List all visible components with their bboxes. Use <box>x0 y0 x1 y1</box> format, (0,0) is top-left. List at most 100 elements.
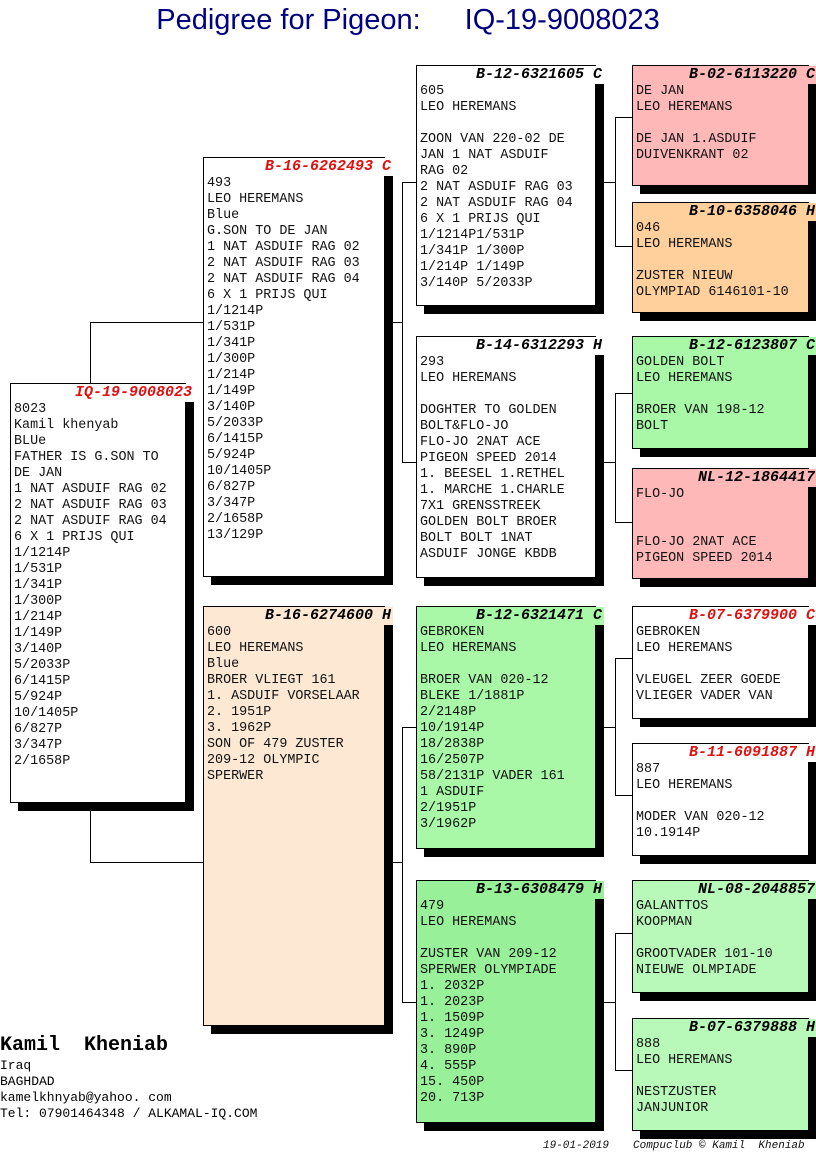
detail-line: 1/531P <box>207 320 256 335</box>
connector-line <box>615 393 616 523</box>
detail-line: FLO-JO 2NAT ACE <box>636 535 757 550</box>
connector-line <box>402 462 416 463</box>
detail-line: GOLDEN BOLT BROER <box>420 515 557 530</box>
detail-line: JANJUNIOR <box>636 1101 709 1116</box>
ring-number: B-10-6358046 H <box>682 203 816 221</box>
detail-line: 479 <box>420 899 445 914</box>
detail-line: RAG 02 <box>420 164 469 179</box>
detail-line: 10/1914P <box>420 721 485 736</box>
detail-line: 600 <box>207 625 232 640</box>
connector-line <box>384 862 402 863</box>
ring-number: B-16-6262493 C <box>258 158 393 176</box>
detail-line: JAN 1 NAT ASDUIF <box>420 148 549 163</box>
detail-line: 1. BEESEL 1.RETHEL <box>420 467 565 482</box>
detail-line: 13/129P <box>207 528 264 543</box>
detail-line: 5/924P <box>207 448 256 463</box>
detail-line: 5/2033P <box>207 416 264 431</box>
connector-line <box>402 182 416 183</box>
owner-name: Kamil Kheniab <box>0 1034 169 1057</box>
detail-line: MODER VAN 020-12 <box>636 810 765 825</box>
connector-line <box>615 933 632 934</box>
detail-line <box>636 931 808 947</box>
ring-number: B-16-6274600 H <box>258 607 393 625</box>
connector-line <box>402 1002 416 1003</box>
detail-line: 2/2148P <box>420 705 477 720</box>
detail-line: 1/300P <box>207 352 256 367</box>
detail-line: DOGHTER TO GOLDEN <box>420 403 557 418</box>
connector-line <box>615 933 616 1071</box>
detail-line: 1/214P 1/149P <box>420 260 525 275</box>
detail-line: 1/531P <box>14 562 63 577</box>
detail-line: PIGEON SPEED 2014 <box>636 551 773 566</box>
detail-line: 3/140P <box>14 642 63 657</box>
detail-line: 2 NAT ASDUIF RAG 04 <box>14 514 167 529</box>
detail-line: LEO HEREMANS <box>420 371 517 386</box>
detail-line: 3/347P <box>207 496 256 511</box>
detail-line: 8023 <box>14 402 47 417</box>
detail-line: PIGEON SPEED 2014 <box>420 451 557 466</box>
detail-line <box>636 116 808 132</box>
detail-line: 1/341P <box>14 578 63 593</box>
detail-line: FLO-JO 2NAT ACE <box>420 435 541 450</box>
ring-number: B-13-6308479 H <box>469 881 604 899</box>
footer-credit: Compuclub © Kamil Kheniab <box>633 1140 805 1152</box>
detail-line: FATHER IS G.SON TO <box>14 450 159 465</box>
detail-line: 2 NAT ASDUIF RAG 03 <box>420 180 573 195</box>
detail-line: Blue <box>207 208 240 223</box>
connector-line <box>595 462 615 463</box>
detail-line: DUIVENKRANT 02 <box>636 148 749 163</box>
detail-line: BOLT <box>636 419 669 434</box>
ring-number: B-12-6321471 C <box>469 607 604 625</box>
detail-line: LEO HEREMANS <box>636 100 733 115</box>
detail-line: LEO HEREMANS <box>207 641 304 656</box>
detail-line: 6/1415P <box>14 674 71 689</box>
detail-line: GEBROKEN <box>636 625 701 640</box>
detail-line: SPERWER OLYMPIADE <box>420 963 557 978</box>
connector-line <box>615 795 632 796</box>
detail-line: 2 NAT ASDUIF RAG 04 <box>207 272 360 287</box>
connector-line <box>595 727 615 728</box>
detail-line <box>636 519 808 535</box>
detail-line: 1. ASDUIF VORSELAAR <box>207 689 360 704</box>
detail-line: 887 <box>636 762 661 777</box>
ring-number: B-07-6379888 H <box>682 1019 816 1037</box>
detail-line: 5/924P <box>14 690 63 705</box>
ring-number: B-07-6379900 C <box>682 607 816 625</box>
connector-line <box>402 727 416 728</box>
detail-line: GOLDEN BOLT <box>636 355 725 370</box>
detail-line: 293 <box>420 355 445 370</box>
detail-line <box>636 657 808 673</box>
detail-line: 1/1214P1/531P <box>420 228 525 243</box>
connector-line <box>615 246 632 247</box>
detail-line: BROER VAN 020-12 <box>420 673 549 688</box>
page-title: Pedigree for Pigeon:IQ-19-9008023 <box>0 4 816 37</box>
detail-line: 2 NAT ASDUIF RAG 04 <box>420 196 573 211</box>
detail-line: NIEUWE OLMPIADE <box>636 963 757 978</box>
detail-line <box>636 794 808 810</box>
detail-line: LEO HEREMANS <box>420 641 517 656</box>
detail-line: ZUSTER VAN 209-12 <box>420 947 557 962</box>
detail-line: LEO HEREMANS <box>420 100 517 115</box>
detail-line <box>636 253 808 269</box>
detail-line: 4. 555P <box>420 1059 477 1074</box>
ring-number: B-02-6113220 C <box>682 66 816 84</box>
detail-line: LEO HEREMANS <box>420 915 517 930</box>
detail-line: 3. 1249P <box>420 1027 485 1042</box>
detail-line: 1. MARCHE 1.CHARLE <box>420 483 565 498</box>
detail-line: 1 ASDUIF <box>420 785 485 800</box>
detail-line: KOOPMAN <box>636 915 693 930</box>
ring-number: NL-08-2048857 <box>691 881 816 899</box>
detail-line: 2. 1951P <box>207 705 272 720</box>
owner-phone: Tel: 07901464348 / ALKAMAL-IQ.COM <box>0 1106 258 1121</box>
detail-line: 10.1914P <box>636 826 701 841</box>
